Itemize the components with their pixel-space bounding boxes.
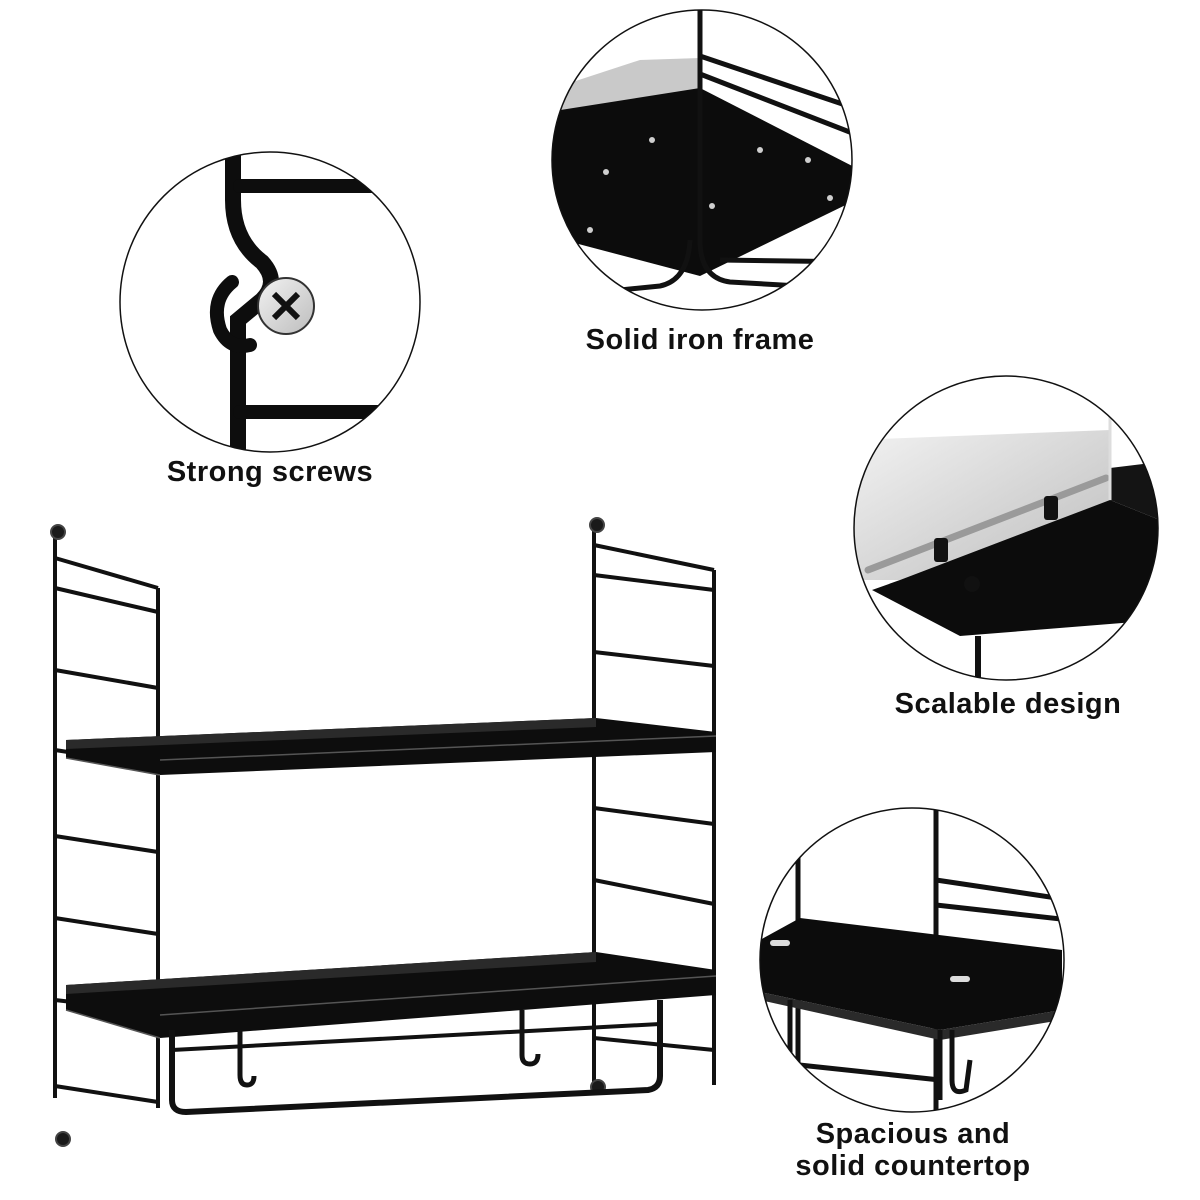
lower-shelf [65, 952, 717, 1039]
towel-bar [169, 1000, 663, 1116]
detail-screws [119, 151, 421, 453]
caption-strong-screws: Strong screws [166, 456, 374, 488]
caption-countertop: Spacious and solid countertop [760, 1118, 1066, 1182]
caption-countertop-line1: Spacious and [815, 1118, 1011, 1150]
caption-scalable-design: Scalable design [894, 688, 1122, 720]
wall-shelf [50, 517, 717, 1147]
right-side-frame [592, 530, 716, 1085]
detail-scalable [853, 375, 1159, 681]
upper-shelf [65, 718, 717, 776]
caption-countertop-line2: solid countertop [795, 1150, 1031, 1182]
caption-solid-iron-frame: Solid iron frame [585, 324, 815, 356]
hooks [237, 1010, 541, 1088]
detail-frame [551, 9, 853, 311]
detail-countertop [759, 807, 1065, 1113]
